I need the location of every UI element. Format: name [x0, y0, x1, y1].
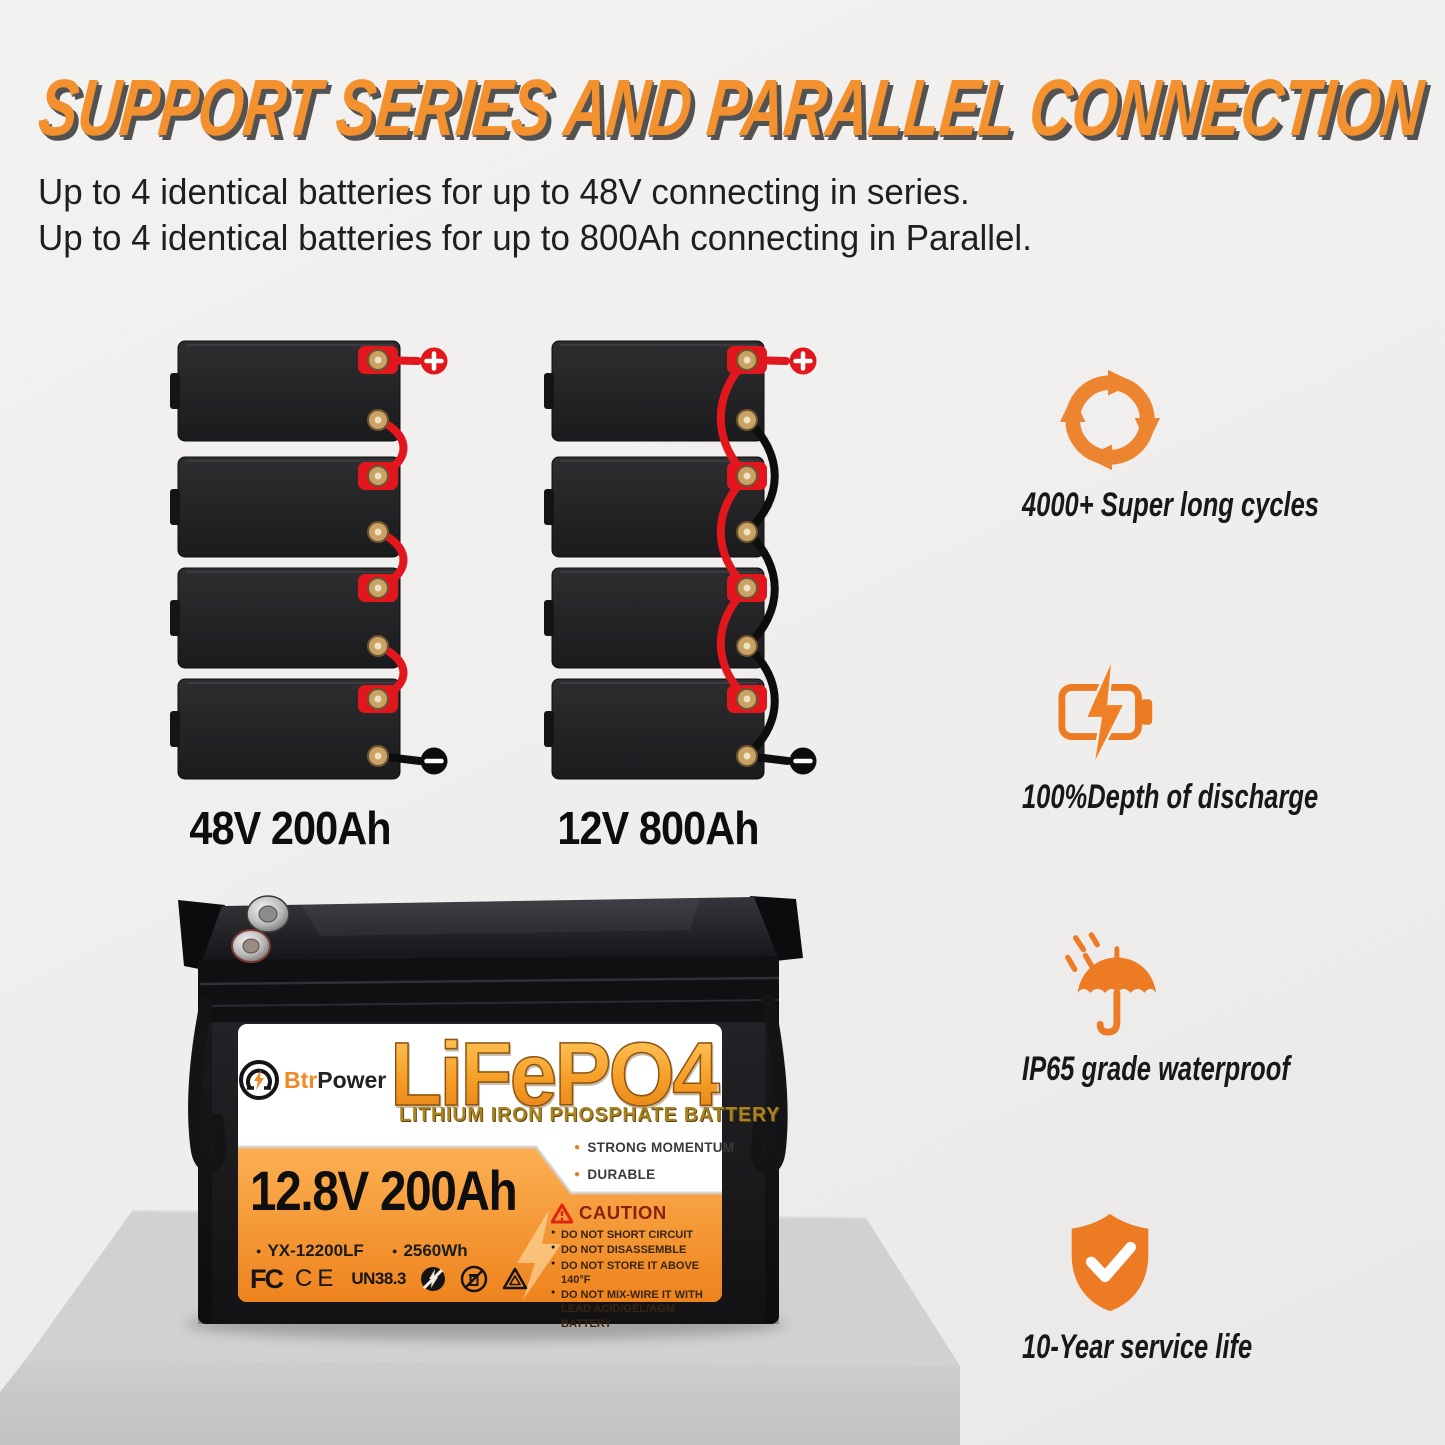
battery-terminals — [231, 895, 290, 963]
product-name: LiFePO4 — [389, 1024, 720, 1126]
rain-drops — [1065, 932, 1100, 972]
feature-depth-of-discharge: 100%Depth of discharge — [1020, 658, 1445, 858]
series-battery-stack — [169, 340, 401, 780]
caution-item: DO NOT STORE IT ABOVE 140°F — [551, 1259, 727, 1288]
feature-caption: IP65 grade waterproof — [1022, 1050, 1290, 1088]
brand-logo-icon — [239, 1060, 279, 1100]
feature-caption: 4000+ Super long cycles — [1022, 486, 1319, 524]
cycle-arrows-icon — [1056, 366, 1164, 474]
shield-check-icon — [1071, 1213, 1149, 1312]
product-tagline: LITHIUM IRON PHOSPHATE BATTERY — [399, 1104, 781, 1126]
series-diagram-caption: 48V 200Ah — [189, 802, 391, 854]
pedestal-front-face — [0, 1359, 960, 1445]
plus-terminal-icon — [420, 347, 448, 375]
product-spec: 12.8V 200Ah — [250, 1159, 518, 1222]
caution-item: DO NOT SHORT CIRCUIT — [551, 1228, 727, 1242]
brand-suffix: Power — [317, 1067, 387, 1093]
no-trash-icon — [460, 1265, 488, 1293]
parallel-terminals — [727, 346, 767, 767]
recycle-triangle-icon — [502, 1267, 528, 1290]
caution-item: DO NOT MIX-WIRE IT WITH LEAD ACID/GEL/AG… — [551, 1288, 727, 1331]
brand-name: BtrPower — [284, 1067, 386, 1094]
battery-lid-top — [198, 897, 779, 972]
series-connection-diagram — [169, 340, 448, 780]
page-title: SUPPORT SERIES AND PARALLEL CONNECTION — [34, 63, 1428, 152]
no-short-circuit-icon — [420, 1267, 445, 1291]
product-model: YX-12200LF — [256, 1241, 363, 1261]
parallel-diagram-caption: 12V 800Ah — [557, 802, 759, 854]
highlight-momentum: STRONG MOMENTUM — [574, 1140, 734, 1155]
plus-terminal-icon — [789, 347, 817, 375]
minus-terminal-icon — [420, 747, 448, 775]
right-handle-rope — [750, 993, 788, 1175]
brand-prefix: Btr — [284, 1067, 318, 1093]
un38-mark: UN38.3 — [351, 1269, 406, 1288]
series-terminals — [358, 346, 398, 767]
umbrella-rain-icon — [1065, 932, 1157, 1036]
caution-title: CAUTION — [579, 1202, 667, 1223]
feature-caption: 100%Depth of discharge — [1022, 778, 1319, 816]
highlight-durable: DURABLE — [574, 1167, 655, 1182]
caution-block: CAUTION DO NOT SHORT CIRCUIT DO NOT DISA… — [551, 1202, 727, 1332]
ce-mark: CE — [295, 1265, 339, 1292]
caution-item: DO NOT DISASSEMBLE — [551, 1243, 727, 1257]
feature-service-life: 10-Year service life — [1020, 1208, 1445, 1408]
intro-line-series: Up to 4 identical batteries for up to 48… — [38, 171, 970, 212]
product-energy: 2560Wh — [392, 1241, 467, 1261]
intro-line-parallel: Up to 4 identical batteries for up to 80… — [38, 217, 1032, 258]
feature-caption: 10-Year service life — [1022, 1328, 1253, 1366]
warning-triangle-icon — [551, 1203, 573, 1223]
lightning-watermark — [517, 1210, 561, 1300]
feature-waterproof: IP65 grade waterproof — [1020, 930, 1445, 1130]
left-handle-rope — [188, 997, 227, 1173]
fcc-mark: FC — [250, 1263, 284, 1294]
certification-row: FC CE UN38.3 — [250, 1261, 529, 1297]
battery-lid-front — [198, 956, 779, 1032]
feature-long-cycles: 4000+ Super long cycles — [1020, 366, 1445, 566]
caution-item-list: DO NOT SHORT CIRCUIT DO NOT DISASSEMBLE … — [551, 1228, 727, 1331]
parallel-connection-diagram — [543, 340, 817, 780]
battery-lightning-icon — [1058, 662, 1153, 762]
minus-terminal-icon — [789, 747, 817, 775]
